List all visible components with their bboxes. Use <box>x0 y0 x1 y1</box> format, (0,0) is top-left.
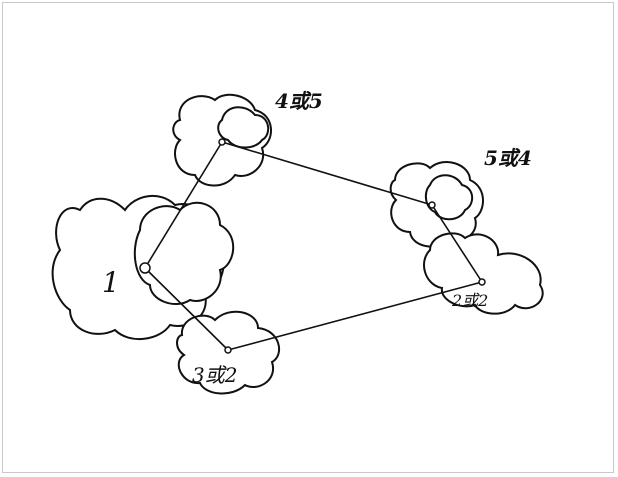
edge-2-3 <box>221 141 433 206</box>
node-marker-2 <box>218 138 226 146</box>
edges <box>144 141 483 351</box>
label-node-2: 4或5 <box>275 89 323 113</box>
label-node-4: 3或2 <box>192 363 237 387</box>
node-marker-5 <box>478 278 486 286</box>
cloud-5 <box>423 232 544 315</box>
edge-1-2 <box>144 141 223 269</box>
label-node-5: 2或2 <box>451 291 488 310</box>
edge-5-4 <box>227 281 483 351</box>
node-markers <box>139 138 486 354</box>
node-marker-1 <box>139 262 151 274</box>
label-node-3: 5或4 <box>484 146 532 170</box>
label-node-1: 1 <box>102 266 120 299</box>
edge-3-5 <box>431 204 483 283</box>
node-marker-3 <box>428 201 436 209</box>
node-marker-4 <box>224 346 232 354</box>
cloud-3 <box>389 161 484 248</box>
edge-4-1 <box>144 267 229 351</box>
